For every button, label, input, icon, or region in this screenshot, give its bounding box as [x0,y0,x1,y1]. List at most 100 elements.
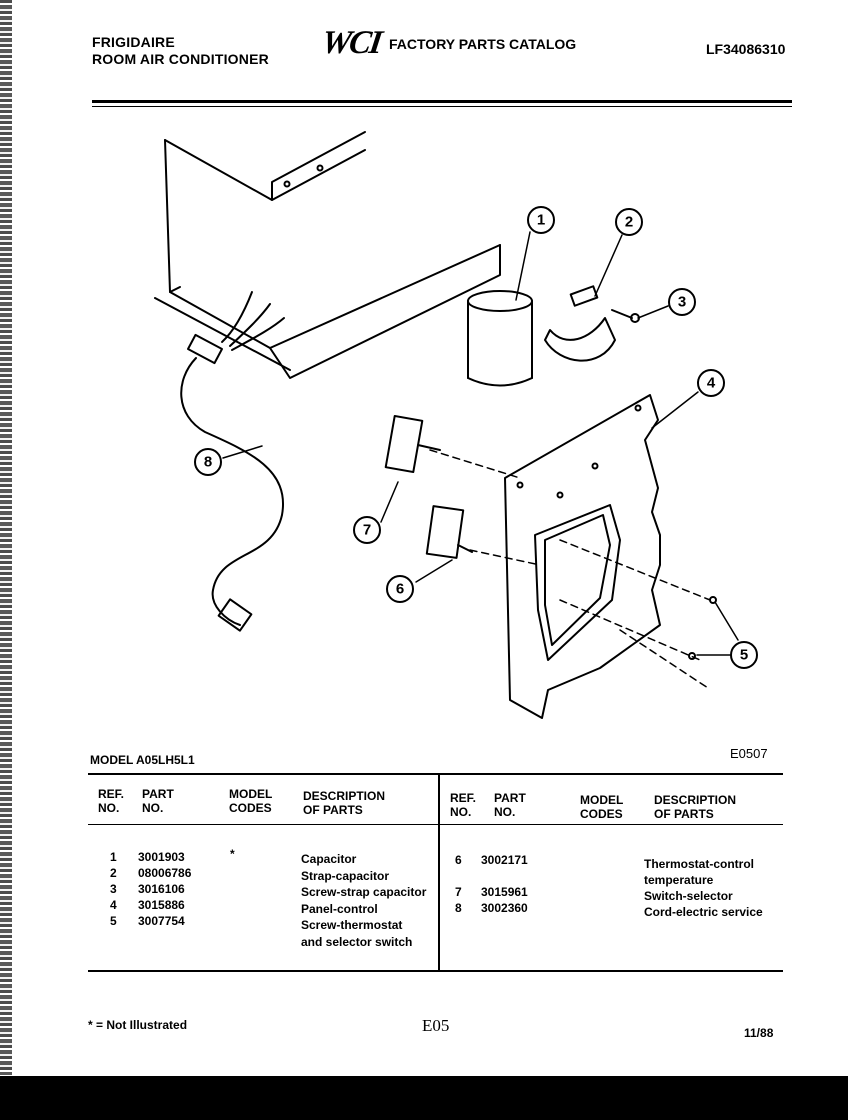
header-ref-line2: NO. [450,805,472,819]
assembly-lines [429,449,711,689]
header-model-right: MODEL CODES [580,793,623,821]
desc-cell: Strap-capacitor [301,868,390,883]
part-cell: 3002171 [481,853,528,867]
ref-cell: 2 [110,866,117,880]
header-part-line1: PART [494,791,526,805]
part-cell: 3015961 [481,885,528,899]
part-cell: 3007754 [138,914,185,928]
table-column-divider [438,775,440,972]
header-model-left: MODEL CODES [229,787,272,815]
header-rule-thin [92,106,792,107]
ref-cell: 4 [110,898,117,912]
callout-2-label: 2 [625,214,633,231]
desc-cell: Cord-electric service [644,905,763,919]
desc-cell: Screw-strap capacitor [301,885,427,899]
header-part-line2: NO. [142,801,164,815]
header-part-right: PART NO. [494,791,526,819]
thermostat-drawing [425,505,473,559]
header-part-line1: PART [142,787,174,801]
callout-3-circle [668,288,696,316]
callout-1-circle [527,206,555,234]
callout-4-circle [697,369,725,397]
cord-drawing [180,291,285,632]
part-cell: 3016106 [138,882,185,896]
header-model-line2: CODES [229,801,272,815]
table-header-rule [88,824,783,825]
callout-7-circle [353,516,381,544]
ref-cell: 3 [110,882,117,896]
header-desc-right: DESCRIPTION OF PARTS [654,793,736,821]
ref-cell: 5 [110,914,117,928]
page-code: E05 [422,1016,450,1035]
brand-name: FRIGIDAIRE [92,34,175,50]
left-desc-column: Capacitor Strap-capacitor Screw-strap ca… [301,851,426,950]
desc-cell: Capacitor [301,852,357,866]
header-part-left: PART NO. [142,787,174,815]
callout-6-label: 6 [396,581,404,598]
selector-switch-drawing [384,414,441,474]
left-part-column: 3001903 08006786 3016106 3015886 3007754 [138,849,191,929]
diagram-code: E0507 [730,746,768,761]
desc-cell: Switch-selector [644,889,733,903]
callout-7-label: 7 [363,522,371,539]
header-ref-line2: NO. [98,801,120,815]
right-part-column: 3002171 3015961 3002360 [481,852,528,916]
scan-bottom-band [0,1076,848,1120]
desc-cell: Screw-thermostat [301,918,403,932]
ref-cell: 8 [455,901,462,915]
header-desc-left: DESCRIPTION OF PARTS [303,789,385,817]
strap-drawing [544,285,616,362]
left-ref-column: 1 2 3 4 5 [110,849,117,929]
callout-8-label: 8 [204,454,212,471]
part-cell [481,868,528,884]
header-rule-thick [92,100,792,103]
ref-cell: 1 [110,850,117,864]
header-model-line1: MODEL [229,787,273,801]
capacitor-drawing [467,290,533,387]
callout-3-label: 3 [678,294,686,311]
callout-5-label: 5 [740,647,748,664]
catalog-title: FACTORY PARTS CATALOG [389,36,577,52]
header-desc-line1: DESCRIPTION [303,789,386,803]
cabinet-drawing [154,131,501,379]
desc-cell: temperature [644,873,714,887]
control-panel-drawing [504,394,661,719]
callout-leaders [222,231,739,656]
callout-4-label: 4 [707,375,716,392]
ref-cell: 6 [455,853,462,867]
right-ref-column: 6 7 8 [455,852,462,916]
header-part-line2: NO. [494,805,516,819]
wci-logo: WCI [319,25,383,61]
header-ref-line1: REF. [98,787,125,801]
header-ref-left: REF. NO. [98,787,124,815]
product-name: ROOM AIR CONDITIONER [92,51,269,67]
model-code-mark: * [230,847,235,861]
desc-cell: Thermostat-control [644,857,755,871]
table-top-rule [88,773,783,775]
ref-cell: 7 [455,885,462,899]
catalog-number: LF34086310 [706,41,786,57]
header-ref-line1: REF. [450,791,477,805]
model-label: MODEL A05LH5L1 [90,753,195,767]
exploded-parts-diagram: 1 2 3 4 5 6 7 8 [154,131,758,719]
screw-drawing [611,309,640,323]
mount-screws [688,596,717,660]
part-cell: 3015886 [138,898,185,912]
desc-cell: and selector switch [301,934,413,949]
part-cell: 3002360 [481,901,528,915]
ref-cell [455,868,462,884]
callout-1-label: 1 [537,212,545,229]
part-cell: 3001903 [138,850,185,864]
header-desc-line1: DESCRIPTION [654,793,737,807]
callout-2-circle [615,208,643,236]
right-desc-column: Thermostat-control temperature Switch-se… [644,856,763,920]
revision-date: 11/88 [744,1026,774,1040]
header-desc-line2: OF PARTS [303,803,363,817]
callout-8-circle [194,448,222,476]
desc-cell: Panel-control [301,901,378,916]
table-bottom-rule [88,970,783,972]
part-cell: 08006786 [138,866,192,880]
header-desc-line2: OF PARTS [654,807,714,821]
header-model-line1: MODEL [580,793,624,807]
header-brand-block: FRIGIDAIRE ROOM AIR CONDITIONER [92,34,269,68]
